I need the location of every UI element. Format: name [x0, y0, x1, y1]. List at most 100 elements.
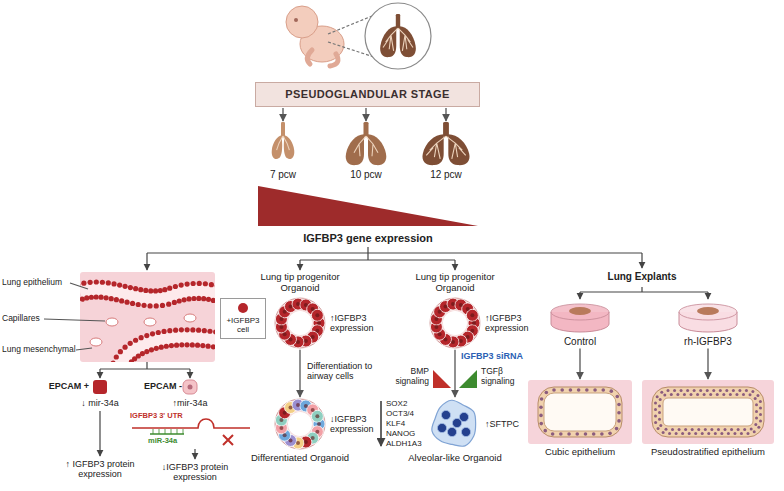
organoid-shape	[429, 297, 481, 349]
stage-title: PSEUDOGLANDULAR STAGE	[285, 88, 450, 101]
circle-part	[617, 419, 621, 423]
circle-part	[678, 428, 681, 431]
circle-part	[608, 432, 612, 436]
circle-part	[106, 280, 111, 285]
organoid-title: Lung tip progenitor Organoid	[245, 272, 355, 294]
organoid-title: Alveolar-like Organoid	[400, 453, 510, 464]
circle-part	[111, 281, 116, 286]
organoid-title: Lung tip progenitor Organoid	[400, 272, 510, 294]
circle-part	[680, 389, 683, 392]
circle-part	[159, 345, 164, 350]
tissue-node: Pseudostratified epithelium	[642, 380, 774, 458]
age-label: 10 pcw	[336, 169, 396, 181]
ellipse-part	[697, 307, 719, 315]
circle-part	[185, 327, 190, 332]
circle-part	[279, 317, 283, 321]
signaling-label: BMP signaling	[385, 367, 429, 387]
circle-part	[311, 436, 315, 440]
circle-part	[279, 325, 283, 329]
circle-part	[577, 388, 581, 392]
circle-part	[111, 360, 116, 362]
circle-part	[206, 344, 211, 349]
circle-part	[743, 428, 746, 431]
circle-part	[213, 329, 215, 334]
line-part	[183, 429, 184, 434]
axis-title: IGFBP3 gene expression	[268, 232, 468, 245]
circle-part	[88, 280, 93, 285]
circle-part	[89, 295, 94, 300]
dish-node: rh-IGFBP3	[673, 300, 743, 348]
flow-arrow	[445, 108, 446, 121]
circle-part	[615, 395, 619, 399]
down-arrow	[380, 401, 382, 446]
circle-part	[190, 342, 195, 347]
path-part	[660, 395, 757, 430]
circle-part	[737, 428, 740, 431]
condition-label: Control	[545, 336, 615, 348]
circle-part	[459, 339, 463, 343]
lung-lobe	[422, 134, 443, 165]
epcam-positive-cell	[93, 380, 107, 394]
circle-part	[207, 329, 212, 334]
epithelium-label: Pseudostratified epithelium	[642, 447, 774, 458]
petri-dish	[545, 300, 615, 334]
circle-part	[434, 317, 438, 321]
path-part	[652, 387, 764, 437]
mirna-level: ↑mir-34a	[150, 398, 230, 408]
rect-part	[364, 122, 369, 137]
guide-line	[70, 283, 88, 289]
circle-part	[317, 321, 321, 325]
band-node: PSEUDOGLANDULAR STAGE	[255, 82, 480, 107]
circle-part	[315, 329, 319, 333]
circle-part	[466, 309, 478, 321]
circle-part	[279, 418, 283, 422]
lung-node: 12 pcw	[416, 122, 476, 181]
line-part	[153, 429, 154, 434]
lung-drawing	[272, 122, 295, 159]
circle-part	[710, 428, 713, 431]
circle-part	[729, 393, 732, 396]
circle-part	[466, 307, 470, 311]
circle-part	[756, 394, 759, 397]
circle-part	[296, 403, 300, 407]
org-node: Differentiated Organoid↓IGFBP3 expressio…	[245, 398, 382, 464]
circle-part	[551, 432, 555, 436]
circle-part	[201, 296, 206, 301]
circle-part	[119, 298, 124, 303]
mirna-strand	[150, 433, 184, 435]
circle-part	[209, 282, 214, 287]
circle-part	[154, 303, 159, 308]
circle-part	[315, 414, 319, 418]
circle-part	[470, 313, 474, 317]
expression-wedge	[258, 186, 478, 226]
circle-part	[684, 428, 687, 431]
circle-part	[304, 440, 308, 444]
circle-part	[675, 432, 678, 435]
circle-part	[288, 311, 312, 335]
circle-part	[658, 418, 661, 421]
ellipse-part	[551, 304, 609, 320]
circle-part	[593, 388, 597, 392]
circle-part	[173, 284, 178, 289]
organoid-shape	[274, 297, 326, 349]
circle-part	[703, 393, 706, 396]
guide-line	[580, 291, 708, 292]
org-node: Alveolar-like Organoid↑SFTPC	[400, 398, 537, 464]
embryo-illustration	[286, 6, 344, 66]
circle-part	[196, 328, 201, 333]
cell-type-label: EPCAM -	[130, 381, 182, 391]
circle-part	[147, 303, 152, 308]
circle-part	[722, 393, 725, 396]
circle-part	[461, 427, 470, 436]
circle-part	[430, 298, 480, 348]
lung-drawing	[422, 122, 469, 165]
circle-part	[719, 389, 722, 392]
circle-part	[686, 389, 689, 392]
lung-lobe	[272, 135, 283, 159]
circle-part	[289, 337, 293, 341]
epithelium-section	[642, 380, 774, 444]
protein-level: ↓IGFBP3 protein expression	[153, 462, 237, 483]
circle-part	[670, 393, 673, 396]
guide-line	[147, 252, 642, 253]
circle-part	[745, 389, 748, 392]
